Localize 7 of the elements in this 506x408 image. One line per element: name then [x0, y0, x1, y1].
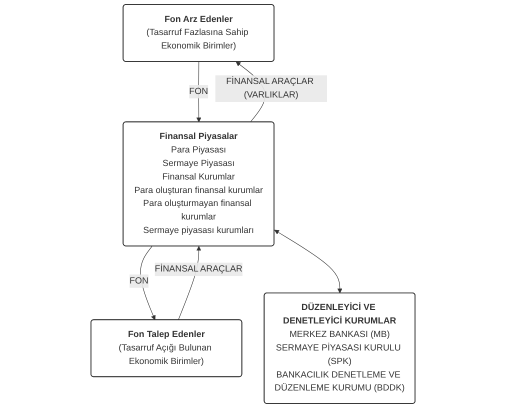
arrow	[196, 61, 202, 122]
arrow	[140, 246, 156, 320]
edge-label: FİNANSAL ARAÇLAR	[154, 264, 242, 274]
arrow	[274, 230, 342, 294]
edge-label: FON	[130, 276, 148, 286]
edge-label: FON	[189, 86, 208, 96]
edge-label: FİNANSAL ARAÇLAR (VARLIKLAR)	[226, 76, 314, 100]
